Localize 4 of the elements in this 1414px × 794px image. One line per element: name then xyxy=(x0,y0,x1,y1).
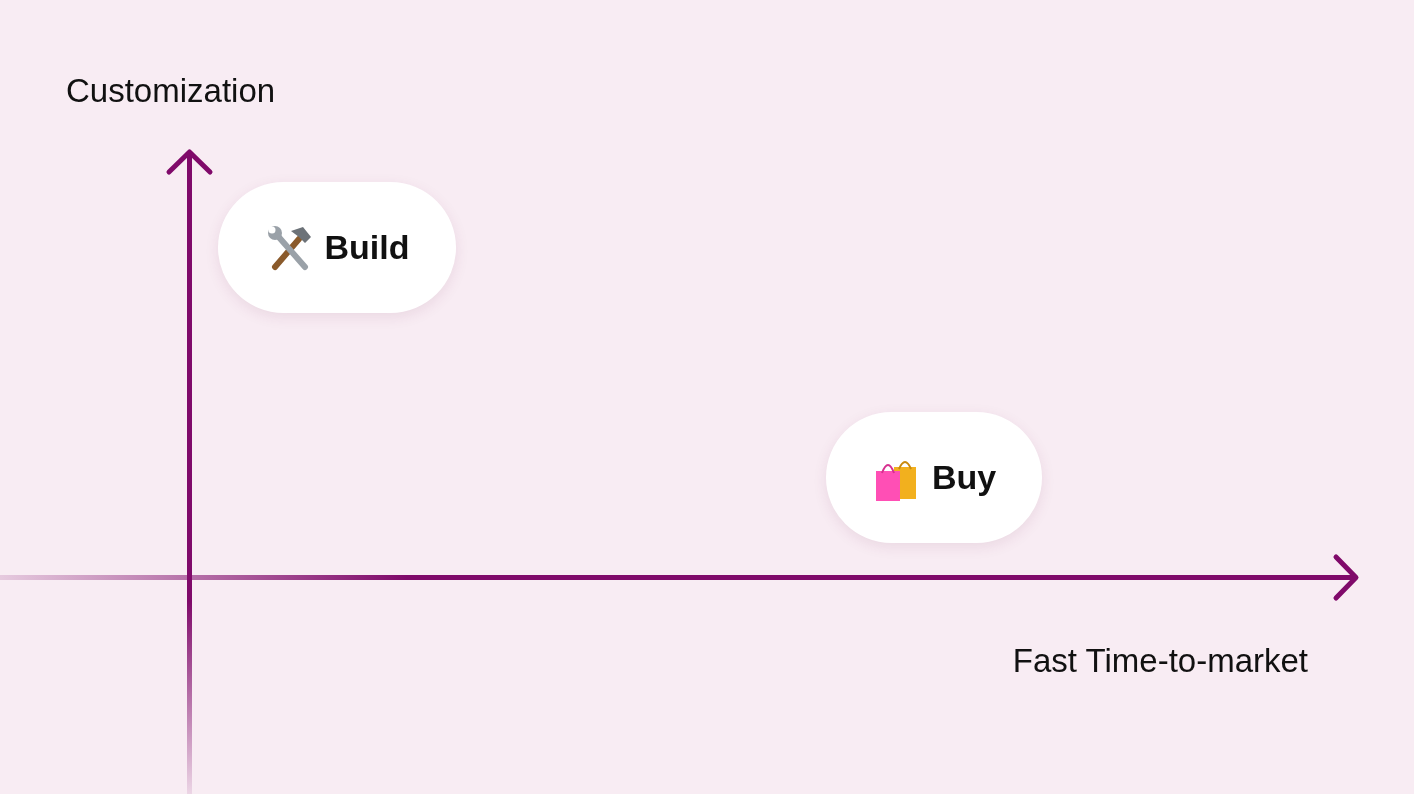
axis-label: Fast Time-to-market xyxy=(1012,642,1308,680)
axis-label: Customization xyxy=(66,72,276,110)
node-label: Build xyxy=(324,228,410,267)
node-label: Buy xyxy=(931,458,997,497)
